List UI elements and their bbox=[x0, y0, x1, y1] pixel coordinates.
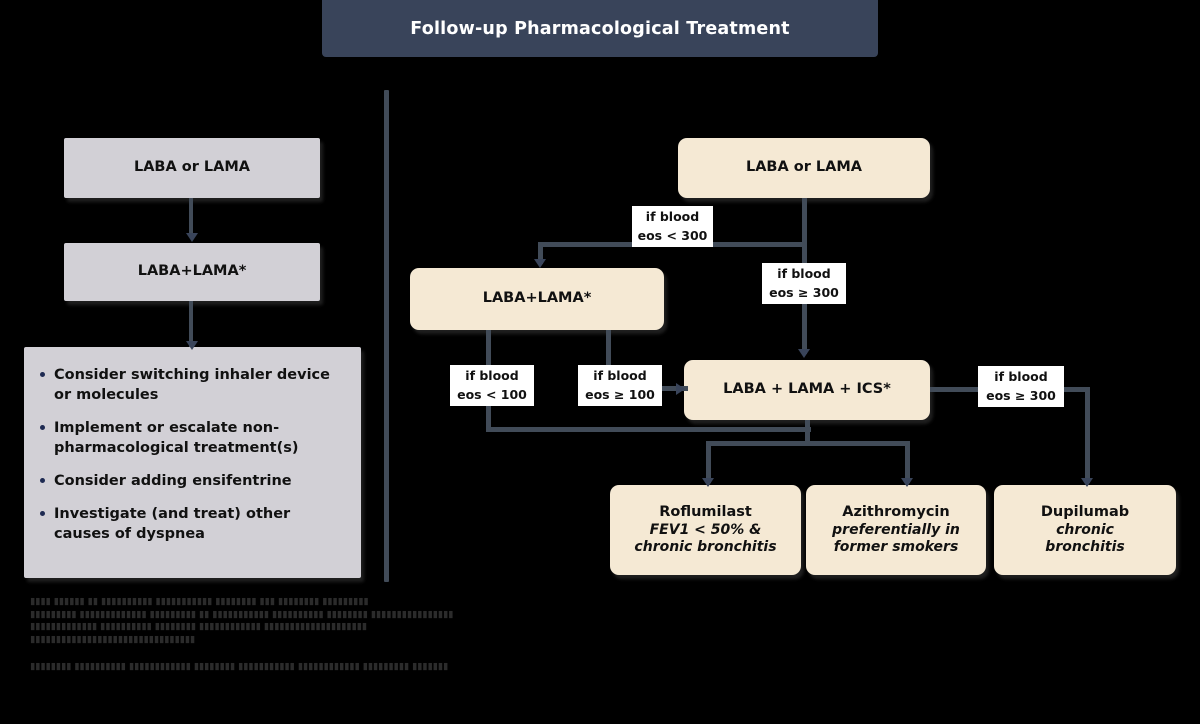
footnote-line: ▮▮▮▮▮▮▮▮▮▮▮▮▮▮▮▮▮▮▮▮▮▮▮▮▮▮▮▮▮▮▮▮ bbox=[30, 633, 196, 645]
right-node-triple-therapy: LABA + LAMA + ICS* bbox=[684, 360, 930, 420]
right-node-triple-therapy-label: LABA + LAMA + ICS* bbox=[723, 381, 891, 398]
footnote-line: ▮▮▮▮ ▮▮▮▮▮▮ ▮▮ ▮▮▮▮▮▮▮▮▮▮ ▮▮▮▮▮▮▮▮▮▮▮ ▮▮… bbox=[30, 596, 369, 607]
condition-eos-gte-100: if blood eos ≥ 100 bbox=[578, 365, 662, 406]
outcome-dupilumab: Dupilumab chronic bronchitis bbox=[994, 485, 1176, 575]
arrowhead-left-1 bbox=[186, 233, 198, 242]
outcome-qualifier-line2: former smokers bbox=[833, 538, 959, 555]
arrowhead-to-azithromycin bbox=[901, 478, 913, 487]
condition-line1: if blood bbox=[994, 369, 1048, 385]
recommendation-text: Consider switching inhaler device or mol… bbox=[54, 367, 330, 403]
left-node-laba-plus-lama: LABA+LAMA* bbox=[64, 243, 320, 301]
condition-line1: if blood bbox=[645, 209, 700, 225]
connector-eos-gte-100-vertical bbox=[606, 330, 611, 386]
outcome-drug-name: Roflumilast bbox=[659, 504, 752, 521]
list-item: Implement or escalate non-pharmacologica… bbox=[36, 418, 347, 458]
footnote-line: ▮▮▮▮▮▮▮▮▮▮▮▮▮ ▮▮▮▮▮▮▮▮▮▮ ▮▮▮▮▮▮▮▮ ▮▮▮▮▮▮… bbox=[30, 621, 367, 632]
condition-line2: eos ≥ 300 bbox=[986, 387, 1056, 403]
outcome-qualifier-line2: chronic bronchitis bbox=[634, 538, 777, 555]
list-item: Consider adding ensifentrine bbox=[36, 471, 347, 491]
left-node-laba-or-lama-label: LABA or LAMA bbox=[133, 159, 251, 176]
condition-eos-lt-300: if blood eos < 300 bbox=[632, 206, 713, 247]
connector-eos-lt-100-rail bbox=[486, 427, 811, 432]
bullet-dot-icon bbox=[40, 372, 45, 377]
bullet-dot-icon bbox=[40, 511, 45, 516]
footnotes: ▮▮▮▮ ▮▮▮▮▮▮ ▮▮ ▮▮▮▮▮▮▮▮▮▮ ▮▮▮▮▮▮▮▮▮▮▮ ▮▮… bbox=[30, 596, 1170, 683]
condition-line1: if blood bbox=[777, 266, 831, 282]
outcome-qualifier-line1: preferentially in bbox=[832, 521, 960, 538]
outcome-qualifier-line1: chronic bbox=[1056, 521, 1114, 538]
connector-left-2 bbox=[189, 301, 193, 347]
condition-line2: eos < 300 bbox=[637, 227, 708, 243]
bullet-dot-icon bbox=[40, 425, 45, 430]
condition-eos-lt-100: if blood eos < 100 bbox=[450, 365, 534, 406]
connector-left-1 bbox=[189, 198, 193, 236]
recommendation-text: Consider adding ensifentrine bbox=[54, 473, 292, 489]
connector-to-dual-vertical bbox=[538, 242, 543, 264]
outcome-drug-name: Dupilumab bbox=[1040, 504, 1130, 521]
condition-line1: if blood bbox=[593, 368, 647, 384]
header-bar: Follow-up Pharmacological Treatment bbox=[322, 0, 878, 57]
footnote-block-2: ▮▮▮▮▮▮▮▮ ▮▮▮▮▮▮▮▮▮▮ ▮▮▮▮▮▮▮▮▮▮▮▮ ▮▮▮▮▮▮▮… bbox=[30, 661, 1170, 674]
arrowhead-to-dupilumab bbox=[1081, 478, 1093, 487]
arrowhead-left-2 bbox=[186, 341, 198, 350]
footnote-block-1: ▮▮▮▮ ▮▮▮▮▮▮ ▮▮ ▮▮▮▮▮▮▮▮▮▮ ▮▮▮▮▮▮▮▮▮▮▮ ▮▮… bbox=[30, 596, 1170, 646]
condition-line2: eos ≥ 100 bbox=[585, 386, 655, 402]
right-node-laba-or-lama-label: LABA or LAMA bbox=[745, 159, 863, 176]
page-title: Follow-up Pharmacological Treatment bbox=[410, 18, 790, 39]
arrowhead-to-roflumilast bbox=[702, 478, 714, 487]
list-item: Consider switching inhaler device or mol… bbox=[36, 365, 347, 405]
bullet-dot-icon bbox=[40, 478, 45, 483]
arrowhead-to-triple-top bbox=[798, 349, 810, 358]
right-node-laba-plus-lama: LABA+LAMA* bbox=[410, 268, 664, 330]
recommendation-text: Implement or escalate non-pharmacologica… bbox=[54, 420, 299, 456]
connector-to-roflumilast bbox=[706, 441, 711, 483]
left-node-laba-or-lama: LABA or LAMA bbox=[64, 138, 320, 198]
outcome-roflumilast: Roflumilast FEV1 < 50% & chronic bronchi… bbox=[610, 485, 801, 575]
connector-eos300-right-exit bbox=[1060, 387, 1090, 392]
list-item: Investigate (and treat) other causes of … bbox=[36, 504, 347, 544]
outcome-qualifier-line2: bronchitis bbox=[1045, 538, 1125, 555]
footnote-line: ▮▮▮▮▮▮▮▮▮ ▮▮▮▮▮▮▮▮▮▮▮▮▮ ▮▮▮▮▮▮▮▮▮ ▮▮ ▮▮▮… bbox=[30, 608, 454, 620]
connector-triple-trunk bbox=[805, 420, 810, 445]
right-node-laba-plus-lama-label: LABA+LAMA* bbox=[482, 290, 592, 307]
outcome-qualifier-line1: FEV1 < 50% & bbox=[649, 521, 762, 538]
right-node-laba-or-lama: LABA or LAMA bbox=[678, 138, 930, 198]
arrowhead-to-triple-left bbox=[676, 383, 685, 395]
outcome-azithromycin: Azithromycin preferentially in former sm… bbox=[806, 485, 986, 575]
left-node-laba-plus-lama-label: LABA+LAMA* bbox=[137, 263, 247, 280]
connector-triple-split-rail bbox=[706, 441, 910, 446]
footnote-line: ▮▮▮▮▮▮▮▮ ▮▮▮▮▮▮▮▮▮▮ ▮▮▮▮▮▮▮▮▮▮▮▮ ▮▮▮▮▮▮▮… bbox=[30, 661, 449, 672]
connector-to-dupilumab bbox=[1085, 387, 1090, 483]
condition-line2: eos < 100 bbox=[457, 386, 527, 402]
condition-eos-gte-300-top: if blood eos ≥ 300 bbox=[762, 263, 846, 304]
connector-to-azithromycin bbox=[905, 441, 910, 483]
recommendation-text: Investigate (and treat) other causes of … bbox=[54, 506, 291, 542]
panel-divider bbox=[384, 90, 389, 582]
connector-triple-to-eos300-right bbox=[930, 387, 982, 392]
condition-eos-gte-300-right: if blood eos ≥ 300 bbox=[978, 366, 1064, 407]
recommendations-panel: Consider switching inhaler device or mol… bbox=[24, 347, 361, 578]
condition-line2: eos ≥ 300 bbox=[769, 284, 839, 300]
outcome-drug-name: Azithromycin bbox=[842, 504, 950, 521]
arrowhead-to-dual bbox=[534, 259, 546, 268]
condition-line1: if blood bbox=[465, 368, 519, 384]
